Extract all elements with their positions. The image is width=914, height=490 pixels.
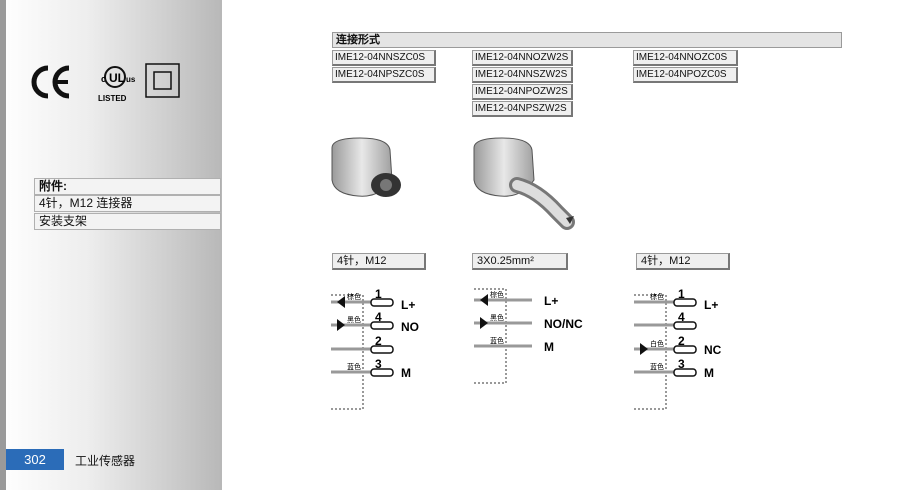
sidebar <box>0 0 222 490</box>
svg-text:3: 3 <box>375 357 382 371</box>
wire-row: 4 <box>634 310 697 330</box>
svg-text:L+: L+ <box>704 298 718 312</box>
svg-text:UL: UL <box>109 71 125 85</box>
ul-listed-icon: UL c us LISTED <box>98 66 136 103</box>
svg-text:蓝色: 蓝色 <box>650 362 664 371</box>
connector-label: 4针，M12 <box>332 253 426 270</box>
wire-row: 2 <box>331 334 394 354</box>
svg-text:M: M <box>704 366 714 380</box>
connector-label: 3X0.25mm² <box>472 253 568 270</box>
section-title: 工业传感器 <box>75 454 136 468</box>
svg-text:4: 4 <box>678 310 685 324</box>
certification-marks: UL c us LISTED <box>31 63 180 103</box>
wiring-diagram-m12-no: 棕色 1 L+ 黑色 4 NO 2 蓝色 3 M <box>331 287 419 410</box>
wiring-diagram-cable: 棕色 L+ 黑色 NO/NC 蓝色 M <box>474 288 583 384</box>
accessory-item-connector[interactable]: 4针，M12 连接器 <box>34 195 221 212</box>
wire-row: 蓝色 3 M <box>634 357 714 380</box>
accessory-title: 附件: <box>34 178 221 195</box>
page-number: 302 <box>6 449 64 470</box>
svg-text:L+: L+ <box>544 294 558 308</box>
svg-text:M: M <box>401 366 411 380</box>
svg-text:1: 1 <box>375 287 382 301</box>
model-label: IME12-04NPSZC0S <box>332 67 436 83</box>
ul-us-text: us <box>126 75 136 84</box>
svg-text:棕色: 棕色 <box>490 290 504 299</box>
model-label: IME12-04NNSZW2S <box>472 67 573 83</box>
model-label: IME12-04NNOZC0S <box>633 50 738 66</box>
sidebar-edge <box>0 0 6 490</box>
svg-text:棕色: 棕色 <box>650 292 664 301</box>
svg-text:棕色: 棕色 <box>347 292 361 301</box>
ul-listed-text: LISTED <box>98 94 127 103</box>
svg-text:3: 3 <box>678 357 685 371</box>
model-label: IME12-04NNOZW2S <box>472 50 573 66</box>
svg-text:2: 2 <box>375 334 382 348</box>
svg-text:黑色: 黑色 <box>347 315 361 324</box>
svg-text:NC: NC <box>704 343 722 357</box>
connector-label: 4针，M12 <box>636 253 730 270</box>
wire-row: 黑色 NO/NC <box>474 313 583 331</box>
connection-type-header: 连接形式 <box>332 32 842 48</box>
svg-text:2: 2 <box>678 334 685 348</box>
svg-text:NO: NO <box>401 320 419 334</box>
wire-row: 棕色 1 L+ <box>331 287 415 312</box>
wiring-diagram-m12-nc: 棕色 1 L+ 4 白色 2 NC 蓝色 3 M <box>634 287 722 410</box>
model-label: IME12-04NNSZC0S <box>332 50 436 66</box>
wire-row: 蓝色 M <box>474 336 554 354</box>
svg-text:蓝色: 蓝色 <box>490 336 504 345</box>
model-label: IME12-04NPSZW2S <box>472 101 573 117</box>
sensor-illustrations <box>331 137 575 230</box>
svg-text:蓝色: 蓝色 <box>347 362 361 371</box>
svg-text:白色: 白色 <box>650 339 664 348</box>
sensor-cable-icon <box>473 137 575 230</box>
svg-text:NO/NC: NO/NC <box>544 317 583 331</box>
wire-row: 棕色 L+ <box>474 290 558 308</box>
ce-mark-icon <box>31 65 70 99</box>
svg-text:4: 4 <box>375 310 382 324</box>
wire-row: 黑色 4 NO <box>331 310 419 334</box>
svg-text:L+: L+ <box>401 298 415 312</box>
sensor-m12-icon <box>331 137 401 197</box>
accessory-item-bracket[interactable]: 安装支架 <box>34 213 221 230</box>
svg-text:黑色: 黑色 <box>490 313 504 322</box>
double-insulation-icon <box>145 63 180 98</box>
wire-row: 棕色 1 L+ <box>634 287 718 312</box>
model-label: IME12-04NPOZW2S <box>472 84 573 100</box>
wire-row: 蓝色 3 M <box>331 357 411 380</box>
ul-c-text: c <box>101 74 106 84</box>
svg-text:1: 1 <box>678 287 685 301</box>
model-label: IME12-04NPOZC0S <box>633 67 738 83</box>
svg-text:M: M <box>544 340 554 354</box>
wire-row: 白色 2 NC <box>634 334 722 357</box>
